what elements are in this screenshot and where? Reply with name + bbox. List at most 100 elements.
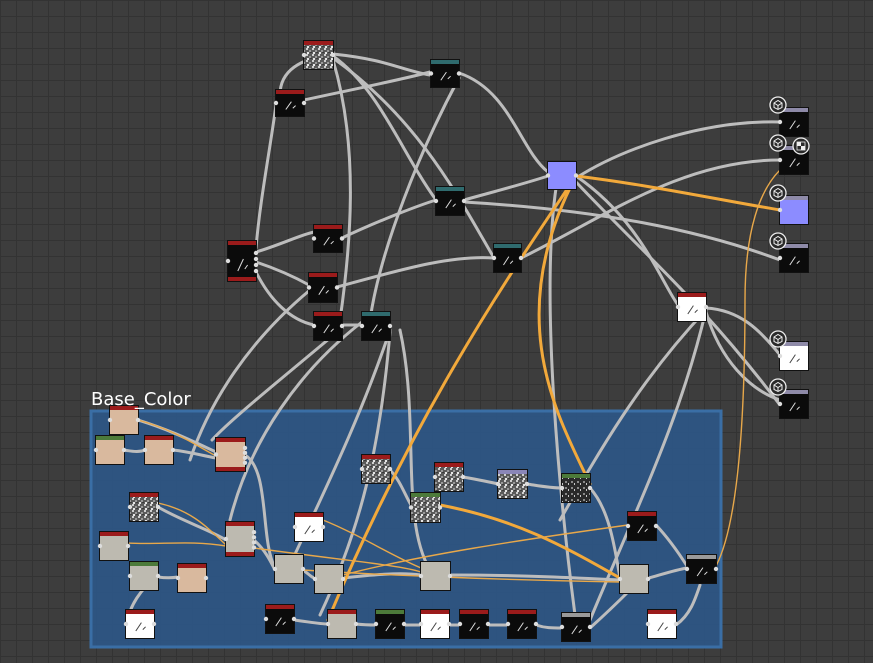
node-41[interactable] <box>325 609 359 639</box>
node-47[interactable] <box>645 609 679 639</box>
output-socket[interactable] <box>533 621 539 627</box>
link-9[interactable] <box>574 174 680 307</box>
output-socket[interactable] <box>437 505 443 510</box>
input-socket[interactable] <box>272 566 278 572</box>
input-socket[interactable] <box>491 255 497 261</box>
cube-icon[interactable] <box>769 232 787 250</box>
node-27[interactable] <box>292 512 326 542</box>
output-socket[interactable] <box>340 576 346 582</box>
link-14[interactable] <box>704 310 782 402</box>
output-node-12[interactable] <box>769 96 809 137</box>
input-socket[interactable] <box>213 452 219 457</box>
input-socket[interactable] <box>457 621 463 627</box>
node-23[interactable] <box>97 531 131 561</box>
output-socket[interactable] <box>170 447 176 453</box>
output-socket[interactable] <box>242 445 248 451</box>
node-0[interactable] <box>301 40 336 70</box>
input-socket[interactable] <box>625 523 631 529</box>
link-30[interactable] <box>398 328 432 572</box>
link-10[interactable] <box>574 120 782 180</box>
node-44[interactable] <box>457 609 491 639</box>
node-43[interactable] <box>418 609 452 639</box>
output-socket[interactable] <box>121 447 127 453</box>
node-19[interactable] <box>93 435 127 465</box>
node-45[interactable] <box>505 609 539 639</box>
output-socket[interactable] <box>518 255 524 261</box>
input-socket[interactable] <box>418 621 424 627</box>
node-3[interactable] <box>545 161 579 190</box>
input-socket[interactable] <box>93 447 99 453</box>
output-node-17[interactable] <box>769 378 809 419</box>
node-40[interactable] <box>263 604 297 634</box>
cube-icon[interactable] <box>769 134 787 152</box>
output-socket[interactable] <box>447 573 453 579</box>
node-38[interactable] <box>684 554 719 584</box>
link-64[interactable] <box>253 547 422 573</box>
node-33[interactable] <box>625 511 659 541</box>
output-socket[interactable] <box>456 71 462 76</box>
output-socket[interactable] <box>587 485 593 491</box>
node-34[interactable] <box>272 554 306 584</box>
link-63[interactable] <box>125 542 227 547</box>
output-socket[interactable] <box>251 535 257 540</box>
input-socket[interactable] <box>175 575 181 581</box>
link-27[interactable] <box>210 326 344 442</box>
input-socket[interactable] <box>359 466 365 472</box>
node-42[interactable] <box>373 609 407 639</box>
base-color-frame[interactable] <box>89 409 723 649</box>
link-53[interactable] <box>534 623 564 630</box>
link-35[interactable] <box>243 453 277 570</box>
output-socket[interactable] <box>524 481 530 487</box>
output-socket[interactable] <box>291 616 297 622</box>
output-socket[interactable] <box>330 52 336 58</box>
output-socket[interactable] <box>339 323 345 329</box>
checker-icon[interactable] <box>792 137 810 155</box>
link-5[interactable] <box>457 71 550 174</box>
output-socket[interactable] <box>713 566 719 572</box>
node-1[interactable] <box>273 89 307 117</box>
input-socket[interactable] <box>777 119 783 125</box>
output-node-16[interactable] <box>769 330 809 371</box>
link-60[interactable] <box>438 503 622 580</box>
link-58[interactable] <box>537 174 592 486</box>
node-22[interactable] <box>127 492 161 522</box>
link-32[interactable] <box>122 448 147 453</box>
input-socket[interactable] <box>127 504 133 510</box>
output-socket[interactable] <box>645 576 651 582</box>
link-17[interactable] <box>254 260 311 287</box>
input-socket[interactable] <box>373 621 379 627</box>
link-4[interactable] <box>302 70 432 102</box>
input-socket[interactable] <box>559 624 565 630</box>
link-15[interactable] <box>254 103 278 250</box>
link-62[interactable] <box>157 502 227 546</box>
input-socket[interactable] <box>97 543 103 549</box>
cube-icon[interactable] <box>769 96 787 114</box>
output-socket[interactable] <box>653 523 659 529</box>
input-socket[interactable] <box>142 447 148 453</box>
link-2[interactable] <box>331 56 496 260</box>
input-socket[interactable] <box>777 401 783 407</box>
node-35[interactable] <box>312 564 346 594</box>
input-socket[interactable] <box>311 323 317 329</box>
link-11[interactable] <box>574 180 782 407</box>
node-46[interactable] <box>559 612 593 642</box>
node-4[interactable] <box>433 186 467 216</box>
output-socket[interactable] <box>339 236 345 241</box>
link-47[interactable] <box>654 523 689 568</box>
output-socket[interactable] <box>155 573 161 579</box>
link-16[interactable] <box>254 230 316 254</box>
link-67[interactable] <box>715 169 781 567</box>
output-socket[interactable] <box>135 417 141 423</box>
node-20[interactable] <box>142 435 176 465</box>
output-socket[interactable] <box>253 250 259 256</box>
output-socket[interactable] <box>334 285 340 290</box>
output-socket[interactable] <box>387 466 393 472</box>
node-31[interactable] <box>495 469 530 499</box>
link-18[interactable] <box>254 270 316 327</box>
input-socket[interactable] <box>505 621 511 627</box>
node-24[interactable] <box>223 521 257 557</box>
link-29[interactable] <box>188 288 312 462</box>
link-13[interactable] <box>704 306 782 357</box>
link-1[interactable] <box>331 54 438 202</box>
